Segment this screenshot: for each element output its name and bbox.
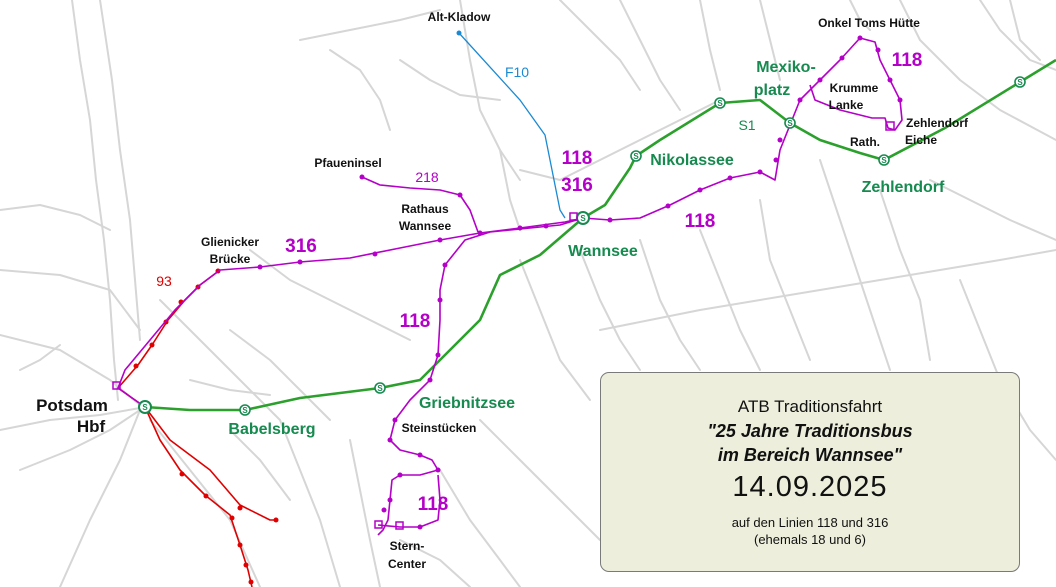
svg-text:S: S: [142, 403, 148, 412]
place-potsdam-hbf-2: Hbf: [77, 417, 106, 436]
station-griebnitzsee: Griebnitzsee: [419, 395, 515, 412]
station-symbol-griebnitzsee: S: [374, 382, 386, 394]
line-label-316-top: 316: [561, 175, 593, 196]
svg-text:S: S: [377, 384, 383, 393]
station-symbol-mexikoplatz: S: [784, 117, 796, 129]
line-label-93: 93: [156, 273, 172, 289]
line-label-118-top: 118: [562, 148, 593, 169]
svg-text:S: S: [580, 214, 586, 223]
place-steinstuecken: Steinstücken: [402, 421, 477, 435]
info-lines: auf den Linien 118 und 316: [731, 515, 889, 530]
station-symbol-babelsberg: S: [239, 404, 251, 416]
place-zehlendorf-eiche-2: Eiche: [905, 133, 937, 147]
place-zehlendorf-eiche-1: Zehlendorf: [906, 116, 969, 130]
place-pfaueninsel: Pfaueninsel: [314, 156, 381, 170]
station-nikolassee: Nikolassee: [650, 152, 734, 169]
svg-text:S: S: [633, 152, 639, 161]
info-panel: ATB Traditionsfahrt "25 Jahre Traditions…: [600, 372, 1020, 572]
station-zehlendorf: Zehlendorf: [862, 179, 945, 196]
station-wannsee: Wannsee: [568, 243, 638, 260]
svg-text:S: S: [787, 119, 793, 128]
place-stern-center-2: Center: [388, 557, 426, 571]
station-babelsberg: Babelsberg: [228, 421, 315, 438]
info-title-line1: "25 Jahre Traditionsbus: [707, 421, 913, 441]
station-mexikoplatz-2: platz: [754, 82, 790, 99]
station-symbol-east: S: [1014, 76, 1026, 88]
line-label-118-east: 118: [685, 211, 716, 232]
line-label-s1: S1: [738, 117, 755, 133]
station-symbol-wannsee: S: [576, 211, 590, 225]
place-stern-center-1: Stern-: [390, 539, 425, 553]
line-label-316-west: 316: [285, 236, 317, 257]
place-glienicker-bruecke-1: Glienicker: [201, 235, 259, 249]
ferry-f10-line: [458, 32, 566, 219]
place-onkel-toms-huette: Onkel Toms Hütte: [818, 16, 920, 30]
place-rathaus-wannsee-2: Wannsee: [399, 219, 452, 233]
line-label-118-onkel-toms: 118: [892, 50, 923, 71]
bus-118-316-stops: [257, 35, 903, 530]
place-krumme-lanke-2: Lanke: [829, 98, 864, 112]
line-label-118-mid: 118: [400, 311, 431, 332]
place-rathaus-wannsee-1: Rathaus: [401, 202, 449, 216]
place-krumme-lanke-1: Krumme: [830, 81, 879, 95]
station-symbol-nikolassee: S: [630, 150, 642, 162]
station-symbol-zehlendorf: S: [878, 154, 890, 166]
svg-text:S: S: [1017, 78, 1023, 87]
info-date: 14.09.2025: [732, 471, 888, 503]
line-label-218: 218: [415, 169, 439, 185]
place-potsdam-hbf-1: Potsdam: [36, 396, 108, 415]
place-alt-kladow: Alt-Kladow: [428, 10, 491, 24]
place-glienicker-bruecke-2: Brücke: [210, 252, 251, 266]
place-rath: Rath.: [850, 135, 880, 149]
ferry-stop: [456, 30, 462, 36]
svg-text:S: S: [881, 156, 887, 165]
line-label-118-south: 118: [418, 494, 449, 515]
s-bahn-stations: S S S S S S S S: [138, 76, 1026, 416]
terminal-markers: [112, 121, 895, 530]
info-title-line2: im Bereich Wannsee": [717, 445, 903, 465]
info-event-type: ATB Traditionsfahrt: [737, 397, 883, 416]
s-bahn-line: [144, 58, 1056, 412]
info-former-lines: (ehemals 18 und 6): [753, 532, 866, 547]
station-mexikoplatz-1: Mexiko-: [756, 59, 816, 76]
station-symbol-s1: S: [714, 97, 726, 109]
line-label-f10: F10: [505, 64, 529, 80]
station-symbol-potsdam: S: [138, 400, 152, 414]
svg-text:S: S: [242, 406, 248, 415]
svg-text:S: S: [717, 99, 723, 108]
